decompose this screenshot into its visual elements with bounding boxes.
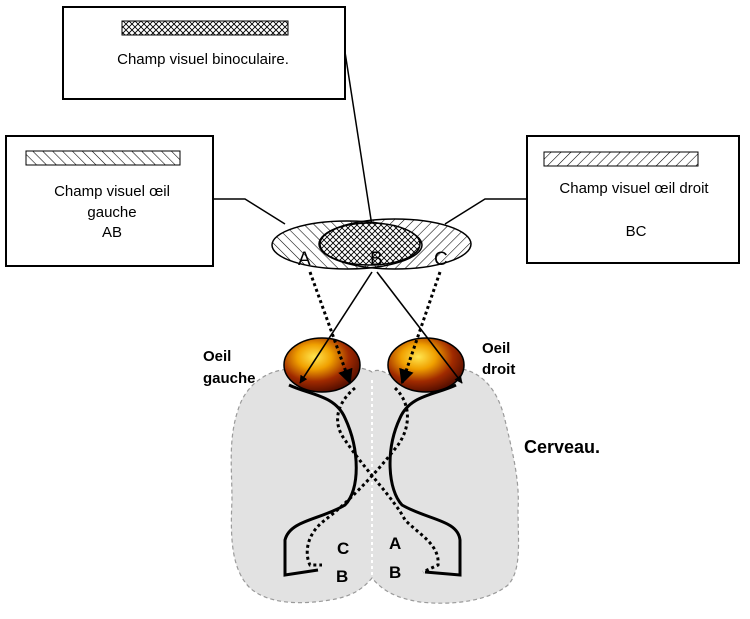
- left-field-swatch: [25, 150, 181, 166]
- right-box-line1: Champ visuel œil droit: [559, 180, 709, 197]
- right-crossing-pathway: [305, 386, 409, 567]
- right-optic-pathway: [388, 383, 462, 577]
- left-eye-label-line2: gauche: [203, 370, 256, 387]
- binocular-legend-box: Champ visuel binoculaire.: [62, 6, 346, 100]
- left-eye: [283, 337, 361, 393]
- right-hemisphere-top-letter: A: [389, 534, 401, 553]
- point-a-label: A: [298, 249, 311, 270]
- left-hemisphere-top-letter: C: [337, 539, 349, 558]
- right-eye-legend-box: Champ visuel œil droit BC: [526, 135, 740, 264]
- right-eye-label-line2: droit: [482, 361, 515, 378]
- point-c-label: C: [434, 249, 448, 270]
- ray-b-to-left-eye: [299, 271, 373, 384]
- right-eye-label-line1: Oeil: [482, 340, 510, 357]
- binocular-swatch: [121, 20, 289, 36]
- ray-c-to-right-eye: [399, 271, 442, 385]
- left-box-line2: gauche: [87, 204, 136, 221]
- right-connector-line: [444, 198, 527, 225]
- left-box-line1: Champ visuel œil: [54, 183, 170, 200]
- left-eye-label-line1: Oeil: [203, 348, 231, 365]
- ray-a-to-left-eye: [308, 271, 353, 385]
- right-field-swatch: [543, 151, 699, 167]
- binocular-overlap-field: [319, 222, 421, 266]
- brain-label: Cerveau.: [524, 437, 600, 457]
- right-box-line2: BC: [626, 223, 647, 240]
- left-eye-legend-box: Champ visuel œil gauche AB: [5, 135, 214, 267]
- left-connector-line: [213, 198, 286, 225]
- left-hemisphere-bottom-letter: B: [336, 567, 348, 586]
- binocular-label: Champ visuel binoculaire.: [117, 51, 289, 68]
- left-optic-pathway: [283, 383, 358, 577]
- visual-fields: A B C: [271, 218, 472, 270]
- ray-b-to-right-eye: [376, 271, 463, 384]
- point-b-label: B: [370, 249, 383, 270]
- right-eye: [387, 337, 465, 393]
- left-crossing-pathway: [336, 386, 440, 574]
- brain-shape: [230, 366, 520, 604]
- right-hemisphere-bottom-letter: B: [389, 563, 401, 582]
- left-box-line3: AB: [102, 224, 122, 241]
- binocular-connector-line: [344, 51, 373, 227]
